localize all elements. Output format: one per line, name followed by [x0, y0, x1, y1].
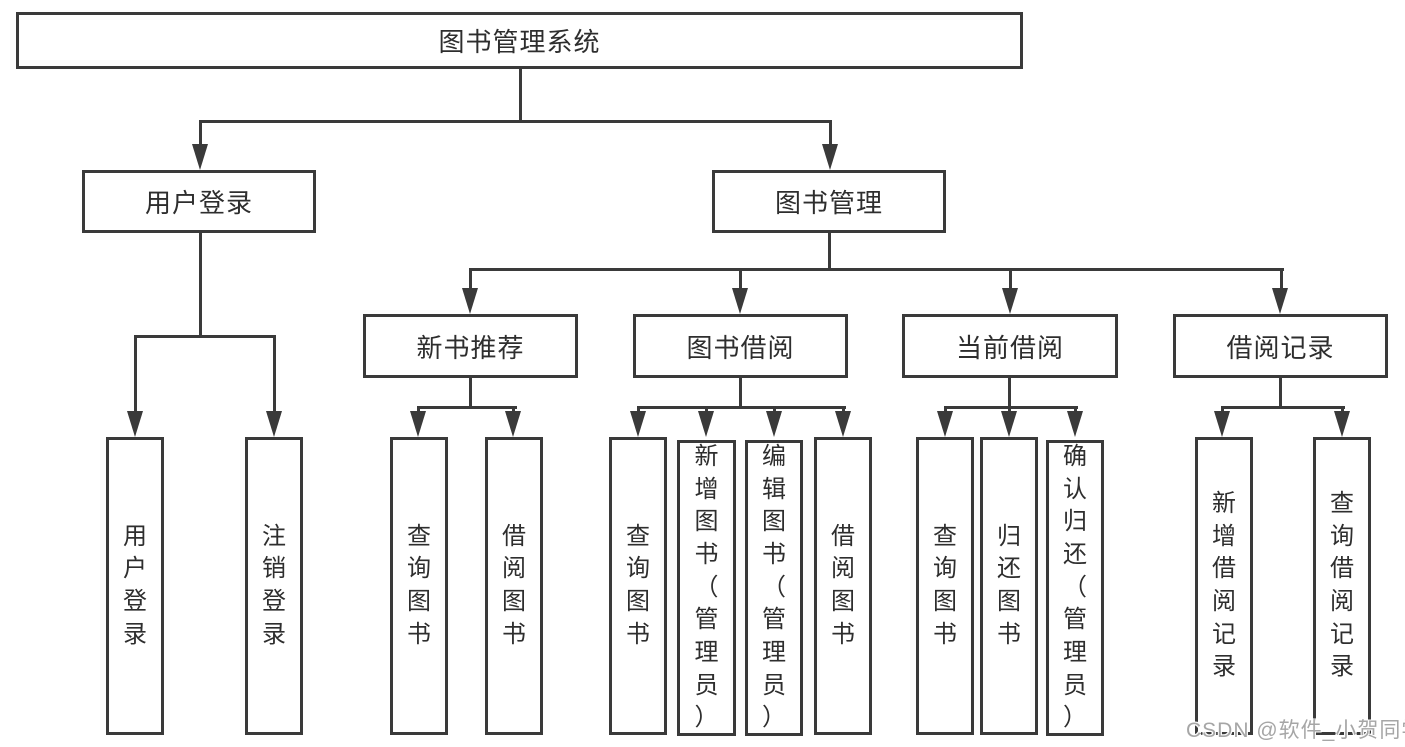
- arrow-down-icon: [462, 288, 478, 314]
- leaf-query-borrow-record: 查 询 借 阅 记 录: [1313, 437, 1371, 735]
- leaf-borrow-books-recommend: 借 阅 图 书: [485, 437, 543, 735]
- arrow-down-icon: [835, 411, 851, 437]
- leaf-edit-book-admin: 编 辑 图 书 （ 管 理 员 ）: [745, 440, 803, 736]
- node-book-management: 图书管理: [712, 170, 946, 233]
- arrow-down-icon: [410, 411, 426, 437]
- connector-line: [134, 335, 137, 414]
- arrow-down-icon: [822, 144, 838, 170]
- leaf-logout: 注 销 登 录: [245, 437, 303, 735]
- connector-line: [1221, 406, 1224, 415]
- node-borrowing-records: 借阅记录: [1173, 314, 1388, 378]
- arrow-down-icon: [1001, 411, 1017, 437]
- leaf-borrow-books-borrow: 借 阅 图 书: [814, 437, 872, 735]
- connector-line: [637, 406, 846, 409]
- arrow-down-icon: [732, 288, 748, 314]
- connector-line: [944, 406, 1078, 409]
- connector-line: [828, 232, 831, 270]
- arrow-down-icon: [766, 411, 782, 437]
- connector-line: [199, 120, 202, 147]
- connector-line: [469, 377, 472, 408]
- node-user-login: 用户登录: [82, 170, 316, 233]
- leaf-query-books-borrow: 查 询 图 书: [609, 437, 667, 735]
- connector-line: [705, 406, 708, 415]
- connector-line: [739, 377, 742, 408]
- arrow-down-icon: [505, 411, 521, 437]
- leaf-query-books-recommend: 查 询 图 书: [390, 437, 448, 735]
- connector-line: [469, 268, 472, 292]
- connector-line: [418, 406, 517, 409]
- connector-line: [1280, 268, 1283, 292]
- leaf-return-book: 归 还 图 书: [980, 437, 1038, 735]
- connector-line: [637, 406, 640, 415]
- arrow-down-icon: [937, 411, 953, 437]
- arrow-down-icon: [1334, 411, 1350, 437]
- leaf-query-books-current: 查 询 图 书: [916, 437, 974, 735]
- arrow-down-icon: [266, 411, 282, 437]
- connector-line: [519, 69, 522, 120]
- connector-line: [842, 406, 845, 415]
- connector-line: [417, 406, 420, 415]
- arrow-down-icon: [630, 411, 646, 437]
- leaf-confirm-return-admin: 确 认 归 还 （ 管 理 员 ）: [1046, 440, 1104, 736]
- csdn-watermark: CSDN @软件_小贺同学: [1186, 719, 1405, 742]
- arrow-down-icon: [192, 144, 208, 170]
- arrow-down-icon: [1067, 411, 1083, 437]
- connector-line: [1009, 268, 1012, 292]
- connector-line: [739, 268, 742, 292]
- connector-line: [773, 406, 776, 415]
- connector-line: [829, 120, 832, 147]
- connector-line: [470, 268, 1284, 271]
- connector-line: [199, 232, 202, 335]
- connector-line: [273, 335, 276, 414]
- leaf-add-book-admin: 新 增 图 书 （ 管 理 员 ）: [677, 440, 736, 736]
- node-book-borrowing: 图书借阅: [633, 314, 848, 378]
- leaf-add-borrow-record: 新 增 借 阅 记 录: [1195, 437, 1253, 735]
- connector-line: [1008, 377, 1011, 408]
- connector-line: [199, 120, 832, 123]
- node-root: 图书管理系统: [16, 12, 1023, 69]
- connector-line: [1074, 406, 1077, 415]
- arrow-down-icon: [1214, 411, 1230, 437]
- arrow-down-icon: [127, 411, 143, 437]
- leaf-user-login: 用 户 登 录: [106, 437, 164, 735]
- arrow-down-icon: [1272, 288, 1288, 314]
- connector-line: [1221, 406, 1345, 409]
- node-new-book-recommend: 新书推荐: [363, 314, 578, 378]
- connector-line: [1341, 406, 1344, 415]
- connector-line: [1279, 377, 1282, 408]
- connector-line: [134, 335, 276, 338]
- node-current-borrowing: 当前借阅: [902, 314, 1118, 378]
- arrow-down-icon: [698, 411, 714, 437]
- connector-line: [1008, 406, 1011, 415]
- arrow-down-icon: [1002, 288, 1018, 314]
- connector-line: [512, 406, 515, 415]
- connector-line: [944, 406, 947, 415]
